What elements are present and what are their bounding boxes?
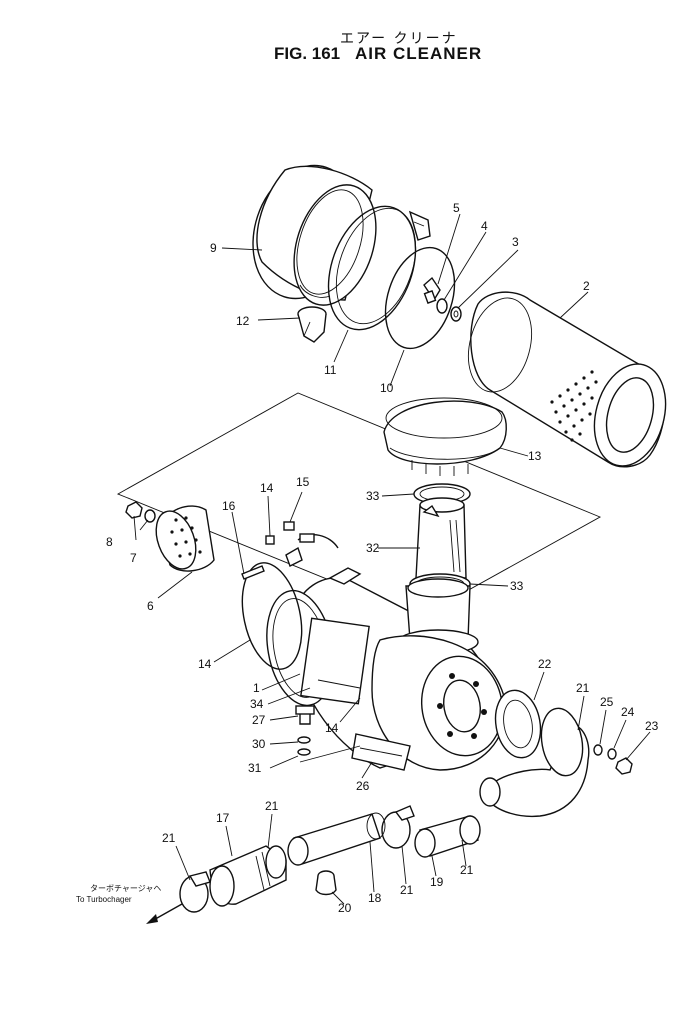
leader-lines bbox=[133, 213, 651, 924]
callout-15: 14 bbox=[260, 481, 274, 495]
gasket-part bbox=[384, 246, 456, 350]
callout-11: 11 bbox=[324, 363, 337, 377]
callout-26: 24 bbox=[621, 705, 635, 719]
title-japanese: エアー クリーナ bbox=[340, 31, 458, 47]
hex-nut-part bbox=[125, 501, 143, 519]
callout-33-upper: 33 bbox=[366, 489, 380, 503]
clamp-band-part bbox=[327, 205, 431, 331]
callout-5: 5 bbox=[453, 201, 460, 215]
callout-33-lower: 33 bbox=[510, 579, 524, 593]
callout-34: 34 bbox=[250, 697, 264, 711]
callout-22: 20 bbox=[338, 901, 352, 915]
callout-labels: 9 12 11 10 5 4 3 2 13 33 32 33 8 7 6 16 … bbox=[106, 201, 659, 915]
fitting-part bbox=[283, 521, 295, 531]
flange-gasket-part bbox=[494, 689, 542, 759]
filter-element-part bbox=[468, 291, 667, 468]
callout-14-right: 14 bbox=[325, 721, 339, 735]
callout-4: 4 bbox=[481, 219, 488, 233]
callout-28: 26 bbox=[356, 779, 370, 793]
figure-title: AIR CLEANER bbox=[355, 44, 483, 63]
callout-16: 15 bbox=[296, 475, 310, 489]
hose-connector-part bbox=[414, 815, 481, 858]
callout-10: 10 bbox=[380, 381, 394, 395]
callout-27: 25 bbox=[600, 695, 614, 709]
wing-nut-part bbox=[423, 276, 441, 304]
mounting-bracket bbox=[285, 546, 303, 567]
callout-31: 31 bbox=[248, 761, 262, 775]
callout-19: 18 bbox=[368, 891, 382, 905]
elbow-nut-part bbox=[615, 757, 633, 775]
to-turbo-note-jp: ターボチャージャヘ bbox=[90, 884, 161, 893]
plain-washer-part bbox=[297, 748, 311, 756]
direction-arrow bbox=[146, 914, 158, 924]
connector-tube-part bbox=[415, 504, 467, 579]
callout-20: 19 bbox=[430, 875, 444, 889]
callout-3: 3 bbox=[512, 235, 519, 249]
callout-8: 8 bbox=[106, 535, 113, 549]
mounting-plane-outline bbox=[116, 392, 602, 618]
callout-12: 12 bbox=[236, 314, 250, 328]
callout-25: 23 bbox=[645, 719, 659, 733]
precleaner-cap-part bbox=[383, 397, 507, 476]
seal-ring-part bbox=[450, 306, 462, 322]
callout-17: 16 bbox=[222, 499, 236, 513]
callout-29: 27 bbox=[252, 713, 266, 727]
callout-21-center: 21 bbox=[400, 883, 414, 897]
callout-21-left: 21 bbox=[265, 799, 279, 813]
elbow-lockwasher-part bbox=[607, 748, 617, 760]
callout-13: 13 bbox=[528, 449, 542, 463]
bolt-part bbox=[241, 565, 265, 580]
cover-cap-part bbox=[252, 164, 377, 306]
callout-21-far-left: 21 bbox=[162, 831, 176, 845]
nut-part bbox=[265, 535, 275, 545]
callout-1: 1 bbox=[253, 681, 260, 695]
elbow-washer-part bbox=[593, 744, 603, 756]
callout-9: 9 bbox=[210, 241, 217, 255]
callout-18: 17 bbox=[216, 811, 230, 825]
callout-14-left: 14 bbox=[198, 657, 212, 671]
callout-7: 7 bbox=[130, 551, 137, 565]
housing-band-ring bbox=[241, 562, 303, 670]
callout-2: 2 bbox=[583, 279, 590, 293]
filter-perforation-dots bbox=[550, 370, 598, 442]
figure-number: FIG. 161 bbox=[274, 44, 341, 63]
washer-part bbox=[436, 298, 448, 314]
outlet-elbow-part bbox=[479, 707, 590, 818]
callout-21-right: 21 bbox=[460, 863, 474, 877]
to-turbo-note: To Turbochager bbox=[76, 895, 132, 904]
screen-cone-part bbox=[155, 505, 215, 572]
callout-32: 32 bbox=[366, 541, 380, 555]
pipe-cap-part bbox=[315, 870, 337, 896]
callout-24: 22 bbox=[538, 657, 552, 671]
washer-small-part bbox=[144, 509, 156, 523]
callout-30: 30 bbox=[252, 737, 266, 751]
dust-valve-part bbox=[297, 306, 327, 343]
elbow-hose-part bbox=[209, 845, 287, 907]
lock-washer-part bbox=[297, 736, 311, 744]
callout-23: 21 bbox=[576, 681, 590, 695]
callout-6: 6 bbox=[147, 599, 154, 613]
intake-pipe-part bbox=[287, 812, 386, 866]
name-plate bbox=[300, 617, 370, 705]
